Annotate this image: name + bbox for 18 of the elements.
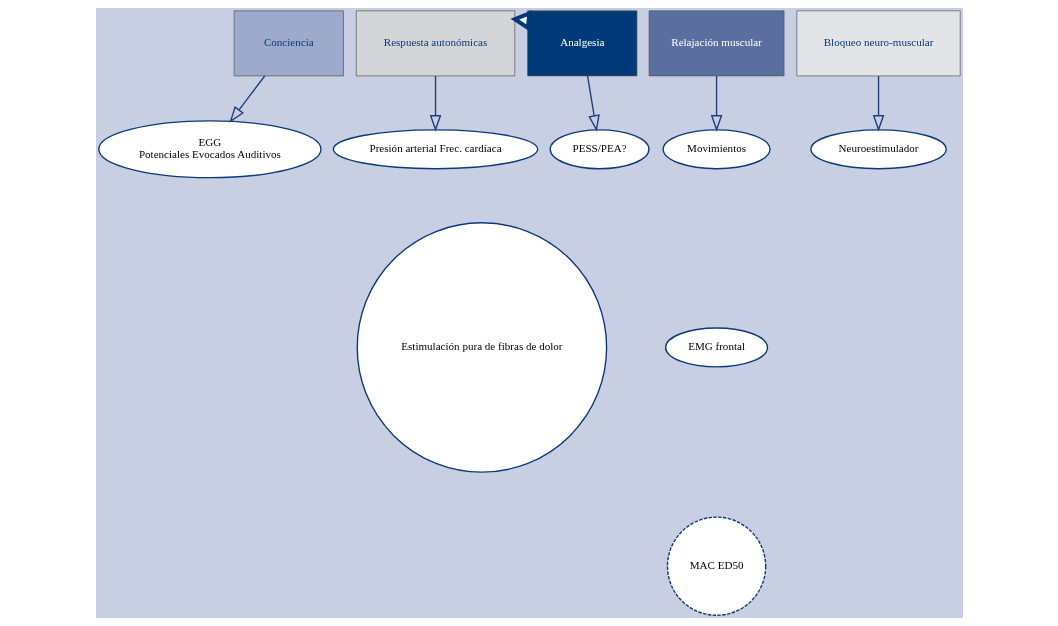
- node-box: Respuesta autonómicas: [355, 10, 515, 77]
- node-circle: MAC ED50: [666, 516, 766, 616]
- node-box: Conciencia: [233, 10, 344, 77]
- node-circle: Estimulación pura de fibras de dolor: [356, 222, 607, 473]
- node-ellipse: Presión arterial Frec. cardíaca: [332, 129, 538, 170]
- arrow: [872, 75, 884, 132]
- node-box: Relajación muscular: [648, 10, 784, 77]
- node-ellipse: Neuroestimulador: [809, 129, 947, 170]
- arrow: [510, 10, 532, 32]
- arrow: [710, 75, 722, 132]
- node-ellipse: EMG frontal: [664, 327, 768, 368]
- node-box: Bloqueo neuro-muscular: [796, 10, 961, 77]
- node-ellipse: PESS/PEA?: [549, 129, 650, 170]
- arrow: [429, 75, 441, 132]
- arrow: [586, 75, 600, 132]
- arrow: [228, 75, 265, 123]
- node-ellipse: EGG Potenciales Evocados Auditivos: [97, 120, 322, 179]
- node-ellipse: Movimientos: [661, 129, 771, 170]
